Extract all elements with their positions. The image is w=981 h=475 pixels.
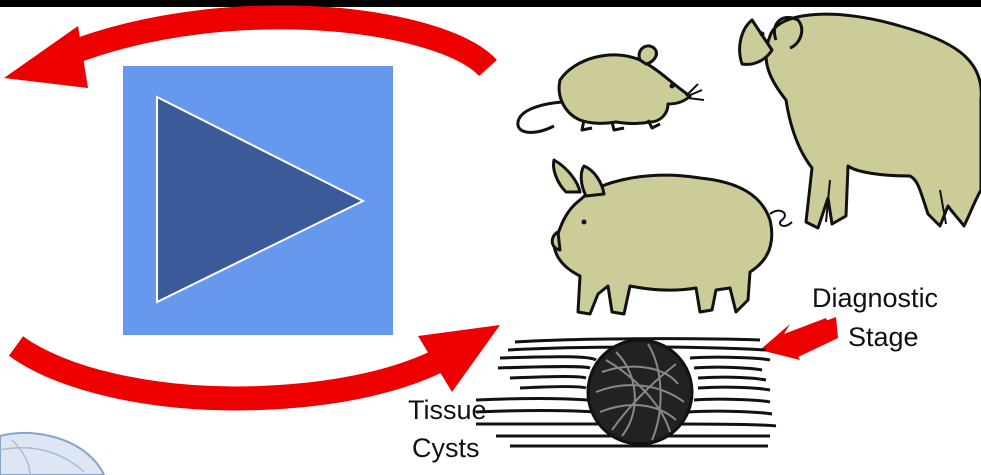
diagnostic-label: Diagnostic xyxy=(812,283,938,313)
globe-corner-icon xyxy=(0,433,104,475)
play-icon[interactable] xyxy=(123,66,393,335)
tissue-label: Tissue xyxy=(408,395,487,425)
bottom-cycle-arrow-icon xyxy=(16,325,500,398)
top-border-bar xyxy=(0,0,981,7)
mouse-icon xyxy=(518,46,704,132)
stage-label: Stage xyxy=(848,322,919,352)
pig-icon xyxy=(552,160,792,314)
diagnostic-arrow-icon xyxy=(760,317,838,360)
tissue-cyst-icon xyxy=(476,339,776,446)
sheep-icon xyxy=(740,14,981,228)
cysts-label: Cysts xyxy=(412,433,480,463)
play-button[interactable] xyxy=(123,66,393,335)
